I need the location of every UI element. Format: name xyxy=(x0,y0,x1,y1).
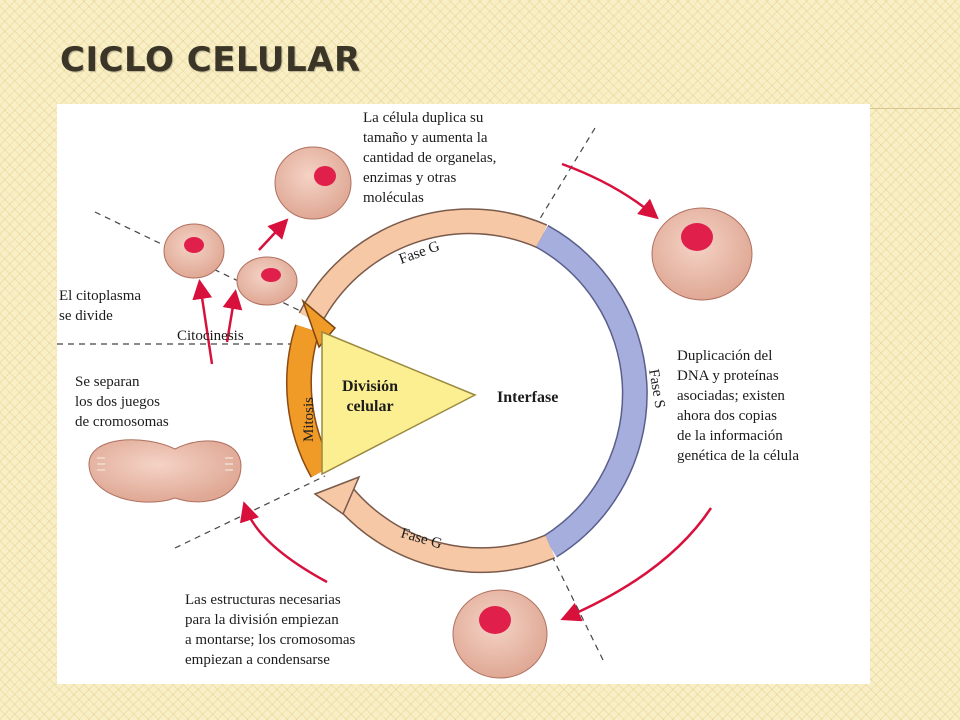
arrow-to-young-cell xyxy=(258,218,289,251)
nucleus-icon xyxy=(314,166,336,186)
annotation-dna-line: de la información xyxy=(677,428,783,444)
annotation-dna-line: DNA y proteínas xyxy=(677,368,779,384)
g1-phase-band xyxy=(299,209,547,324)
annotation-citocinesis: Citocinesis xyxy=(177,328,244,344)
chromosome-marks xyxy=(97,457,233,471)
title-divider xyxy=(866,108,960,109)
cell-young xyxy=(274,146,352,220)
dividing-cell-body xyxy=(88,439,242,503)
annotation-structures-line: Las estructuras necesarias xyxy=(185,592,341,608)
annotation-growth-line: La célula duplica su xyxy=(363,110,484,126)
annotation-cytoplasm-line: se divide xyxy=(59,308,113,324)
annotation-chromosomes-line: los dos juegos xyxy=(75,394,160,410)
division-label-line1: División xyxy=(342,378,398,395)
phase-label-mitosis: Mitosis xyxy=(301,397,317,442)
annotation-chromosomes-line: de cromosomas xyxy=(75,414,169,430)
cell-daughter-2 xyxy=(236,256,298,306)
arrow-to-dividing-cell xyxy=(239,501,328,584)
interphase-label: Interfase xyxy=(497,389,558,406)
cell-daughter-1 xyxy=(163,223,225,279)
annotation-growth-line: enzimas y otras xyxy=(363,170,456,186)
annotation-dna-line: asociadas; existen xyxy=(677,388,785,404)
cell-grown xyxy=(651,207,753,301)
slide-title: CICLO CELULAR xyxy=(60,40,361,80)
cell-cycle-diagram: Fase G Fase S Fase G Mitosis División ce… xyxy=(57,104,870,684)
g2-arrowhead xyxy=(313,475,361,516)
annotation-structures-line: para la división empiezan xyxy=(185,612,339,628)
annotation-chromosomes-line: Se separan xyxy=(75,374,140,390)
arrow-growth xyxy=(561,162,659,220)
annotation-cytoplasm: El citoplasma se divide xyxy=(59,288,141,324)
phase-label-s: Fase S xyxy=(645,368,668,410)
g2-phase-band xyxy=(333,487,555,572)
nucleus-icon xyxy=(261,268,281,282)
cell-dividing xyxy=(88,439,242,503)
nucleus-icon xyxy=(184,237,204,253)
annotation-structures-line: a montarse; los cromosomas xyxy=(185,632,356,648)
cell-g2 xyxy=(452,589,548,679)
annotation-dna-line: ahora dos copias xyxy=(677,408,777,424)
annotation-structures: Las estructuras necesarias para la divis… xyxy=(185,592,356,668)
mitosis-phase-band xyxy=(287,325,333,477)
nucleus-icon xyxy=(479,606,511,634)
annotation-dna-line: genética de la célula xyxy=(677,448,799,464)
arrow-to-daughter-1 xyxy=(192,279,214,365)
nucleus-icon xyxy=(681,223,713,251)
annotation-structures-line: empiezan a condensarse xyxy=(185,652,330,668)
annotation-chromosomes: Se separan los dos juegos de cromosomas xyxy=(75,374,169,430)
annotation-growth-line: moléculas xyxy=(363,190,424,206)
annotation-growth-line: cantidad de organelas, xyxy=(363,150,496,166)
boundary-line-s-g2 xyxy=(546,545,606,665)
annotation-cytoplasm-line: El citoplasma xyxy=(59,288,141,304)
annotation-growth-line: tamaño y aumenta la xyxy=(363,130,488,146)
annotation-dna-line: Duplicación del xyxy=(677,348,772,364)
boundary-line-g2-mitosis xyxy=(174,475,326,549)
s-phase-band xyxy=(536,226,647,557)
annotation-dna: Duplicación del DNA y proteínas asociada… xyxy=(677,348,799,464)
phase-ring xyxy=(286,208,648,574)
process-arrows xyxy=(192,162,713,622)
annotation-growth: La célula duplica su tamaño y aumenta la… xyxy=(363,110,496,206)
arrow-to-g2-cell xyxy=(560,507,713,622)
division-label-line2: celular xyxy=(346,398,393,415)
arrow-to-daughter-2 xyxy=(222,289,243,343)
division-wedge xyxy=(321,330,477,476)
